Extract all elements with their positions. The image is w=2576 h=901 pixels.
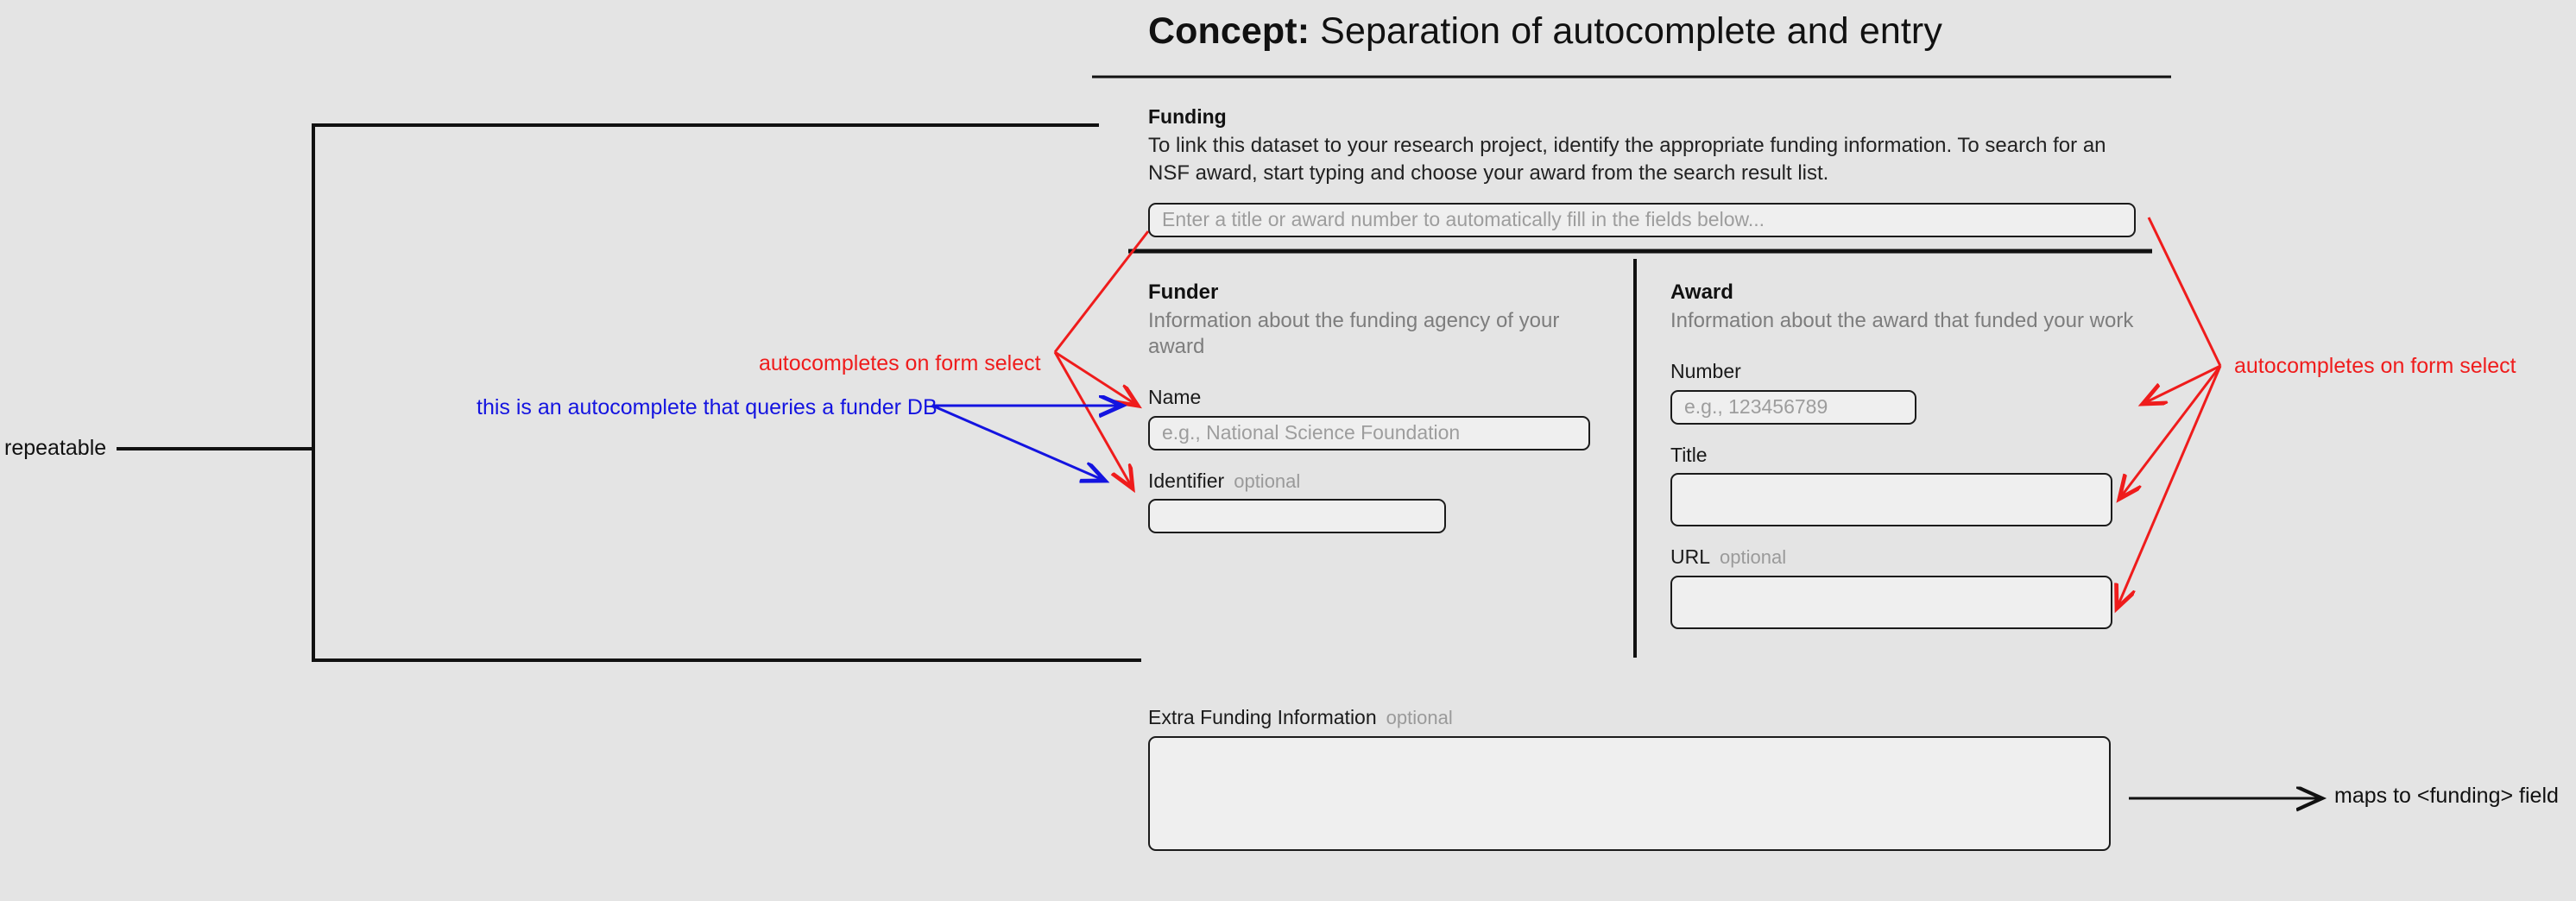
page-title: Concept: Separation of autocomplete and … xyxy=(1148,10,1942,53)
funder-heading: Funder xyxy=(1148,280,1219,304)
award-url-optional-tag: optional xyxy=(1720,546,1787,569)
funding-description: To link this dataset to your research pr… xyxy=(1148,133,2106,186)
award-title-input[interactable] xyxy=(1670,473,2112,527)
funder-identifier-label-text: Identifier xyxy=(1148,469,1225,492)
award-number-label: Number xyxy=(1670,360,2141,384)
annotation-autocomplete-form-select-right: autocompletes on form select xyxy=(2234,354,2516,378)
page-title-rest: Separation of autocomplete and entry xyxy=(1310,10,1942,52)
extra-funding-label-text: Extra Funding Information xyxy=(1148,706,1377,728)
award-title-label: Title xyxy=(1670,444,2141,468)
award-url-label-text: URL xyxy=(1670,545,1711,569)
funder-name-label: Name xyxy=(1148,386,1619,410)
award-number-label-text: Number xyxy=(1670,360,1741,382)
funder-description: Information about the funding agency of … xyxy=(1148,309,1560,358)
extra-funding-label: Extra Funding Information optional xyxy=(1148,706,2167,730)
funder-name-label-text: Name xyxy=(1148,386,1202,408)
award-url-input[interactable] xyxy=(1670,575,2112,629)
funding-heading: Funding xyxy=(1148,105,1227,128)
page-title-prefix: Concept: xyxy=(1148,10,1310,52)
award-group: Award Information about the award that f… xyxy=(1670,280,2141,629)
funder-identifier-optional-tag: optional xyxy=(1234,469,1301,492)
annotation-repeatable: repeatable xyxy=(4,436,107,460)
funder-group: Funder Information about the funding age… xyxy=(1148,280,1619,534)
extra-funding-optional-tag: optional xyxy=(1386,707,1453,728)
award-url-label: URL optional xyxy=(1670,545,2141,570)
red-annotation-lines-left xyxy=(1053,230,1150,488)
award-description: Information about the award that funded … xyxy=(1670,309,2134,332)
award-title-label-text: Title xyxy=(1670,443,1708,466)
annotation-funder-db-autocomplete: this is an autocomplete that queries a f… xyxy=(477,395,938,419)
award-number-input[interactable] xyxy=(1670,389,1916,425)
extra-funding-textarea[interactable] xyxy=(1148,735,2111,851)
blue-annotation-lines xyxy=(931,406,1122,481)
funder-identifier-label: Identifier optional xyxy=(1148,469,1619,494)
funder-identifier-input[interactable] xyxy=(1148,499,1446,534)
extra-funding-section: Extra Funding Information optional xyxy=(1148,706,2167,855)
funding-search-input[interactable] xyxy=(1148,202,2136,237)
funder-name-input[interactable] xyxy=(1148,415,1590,450)
funding-section: Funding To link this dataset to your res… xyxy=(1148,105,2167,237)
repeatable-bracket xyxy=(117,123,1141,662)
annotation-maps-to-funding-field: maps to <funding> field xyxy=(2334,784,2559,808)
award-heading: Award xyxy=(1670,280,1733,304)
annotation-autocomplete-form-select-left: autocompletes on form select xyxy=(759,351,1041,375)
